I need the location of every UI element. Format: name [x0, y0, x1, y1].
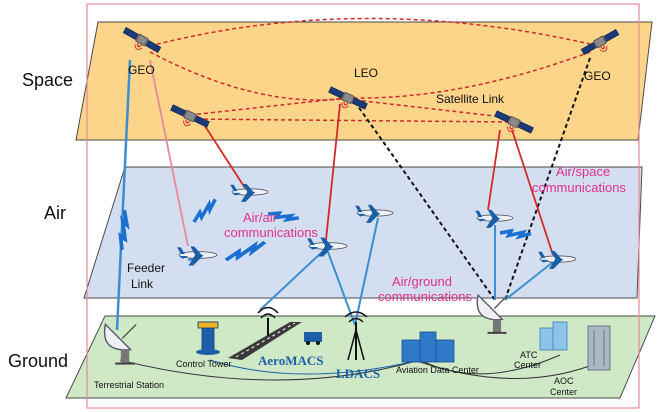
- feeder-link-label-line2: Link: [131, 277, 154, 291]
- terrestrial-station-label: Terrestrial Station: [94, 380, 164, 390]
- geo-leo-arc-left: [149, 51, 351, 101]
- air-space-label-line1: Air/space: [556, 164, 610, 179]
- airground-link-1: [259, 251, 323, 311]
- aoc-center-label-line1: AOC: [554, 376, 574, 386]
- feeder-link-line: [115, 59, 132, 331]
- airspace-link-3: [325, 103, 341, 241]
- geo-ground-link: [504, 57, 591, 301]
- atc-center-icon: [539, 321, 568, 351]
- aviation-data-center-icon: [401, 331, 455, 363]
- space-plane: [75, 21, 653, 141]
- airspace-link-4: [487, 129, 501, 211]
- leo-link-left: [189, 97, 346, 116]
- air-layer-label: Air: [44, 203, 66, 223]
- atc-center-label-line2: Center: [514, 360, 541, 370]
- outer-frame: [86, 3, 640, 409]
- airspace-link-5: [511, 129, 554, 256]
- vehicle-icon: [304, 332, 322, 345]
- ground-wire-1: [119, 359, 421, 381]
- air-air-label-line1: Air/air: [243, 210, 278, 225]
- control-tower-icon: [196, 321, 220, 355]
- atc-center-label-line1: ATC: [520, 350, 538, 360]
- air-ground-label-line1: Air/ground: [392, 274, 452, 289]
- airspace-link-1: [149, 59, 189, 247]
- airspace-link-2: [204, 125, 246, 189]
- ground-wire-3: [419, 361, 601, 379]
- air-space-label-line2: communications: [532, 180, 626, 195]
- geo-left-label: GEO: [128, 63, 155, 77]
- leo-label: LEO: [354, 66, 378, 80]
- geo-geo-link: [149, 17, 591, 47]
- air-plane: [83, 166, 643, 299]
- ldacs-label: LDACS: [336, 366, 380, 381]
- aeromacs-antenna-icon: [257, 306, 279, 336]
- aeromacs-label: AeroMACS: [258, 353, 323, 368]
- airground-link-3: [354, 217, 379, 326]
- ground-layer-label: Ground: [8, 351, 68, 371]
- air-ground-label-line2: communications: [378, 289, 472, 304]
- aviation-data-center-label: Aviation Data Center: [396, 365, 479, 375]
- control-tower-label: Control Tower: [176, 359, 231, 369]
- leo-link-mid: [354, 99, 513, 119]
- ldacs-tower-icon: [344, 311, 368, 361]
- geo-right-label: GEO: [584, 69, 611, 83]
- space-layer-label: Space: [22, 70, 73, 90]
- leo-link-right: [189, 118, 513, 123]
- aoc-center-icon: [587, 325, 611, 371]
- leo-ground-link: [354, 101, 496, 301]
- air-air-label-line2: communications: [224, 225, 318, 240]
- satellite-link-label: Satellite Link: [436, 92, 505, 106]
- ground-wire-4: [209, 359, 421, 375]
- runway-icon: [228, 322, 302, 360]
- geo-leo-arc-right: [349, 51, 591, 99]
- feeder-link-label-line1: Feeder: [127, 261, 165, 275]
- airground-link-5: [504, 261, 554, 301]
- aoc-center-label-line2: Center: [550, 387, 577, 397]
